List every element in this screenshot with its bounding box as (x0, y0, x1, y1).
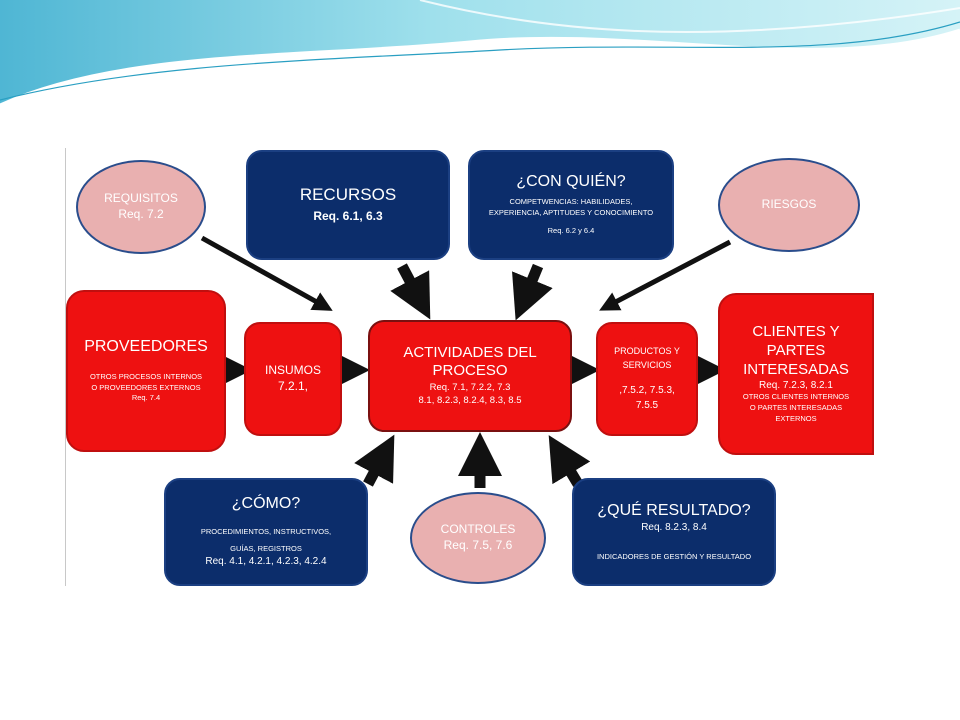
clientes-title-3: INTERESADAS (743, 360, 849, 378)
clientes-title-2: PARTES (766, 341, 826, 359)
proveedores-title: PROVEEDORES (84, 337, 208, 355)
clientes-req: Req. 7.2.3, 8.2.1 (759, 380, 833, 392)
arrow-riesgos (599, 239, 732, 311)
requisitos-node: REQUISITOS Req. 7.2 (76, 160, 206, 254)
requisitos-title: REQUISITOS (104, 191, 178, 206)
proveedores-req: Req. 7.4 (131, 393, 161, 403)
actividades-node: ACTIVIDADES DEL PROCESO Req. 7.1, 7.2.2,… (368, 320, 572, 432)
clientes-detail-1: OTROS CLIENTES INTERNOS (742, 392, 850, 402)
que-resultado-title: ¿QUÉ RESULTADO? (597, 502, 751, 520)
con-quien-title: ¿CON QUIÉN? (516, 172, 626, 190)
insumos-title: INSUMOS (264, 363, 321, 378)
clientes-detail-2: O PARTES INTERESADAS (749, 403, 843, 413)
header-wave-decoration (0, 0, 960, 107)
proveedores-node: PROVEEDORES OTROS PROCESOS INTERNOS O PR… (66, 290, 226, 452)
que-resultado-req: Req. 8.2.3, 8.4 (641, 521, 707, 533)
con-quien-node: ¿CON QUIÉN? COMPETWENCIAS: HABILIDADES, … (468, 150, 674, 260)
frame-left-line (65, 148, 66, 586)
arrow-con-quien (512, 263, 553, 321)
con-quien-detail-1: COMPETWENCIAS: HABILIDADES, (509, 196, 633, 206)
arrow-que-resultado (548, 435, 591, 487)
que-resultado-detail: INDICADORES DE GESTIÓN Y RESULTADO (596, 551, 752, 561)
con-quien-req: Req. 6.2 y 6.4 (547, 226, 595, 236)
controles-title: CONTROLES (440, 522, 516, 537)
productos-title-2: SERVICIOS (622, 359, 672, 370)
como-req: Req. 4.1, 4.2.1, 4.2.3, 4.2.4 (205, 555, 327, 567)
process-diagram: REQUISITOS Req. 7.2 RECURSOS Req. 6.1, 6… (66, 148, 874, 586)
insumos-req: 7.2.1, (277, 379, 309, 393)
clientes-title-1: CLIENTES Y (752, 323, 840, 341)
arrow-requisitos (200, 235, 333, 311)
como-detail-1: PROCEDIMIENTOS, INSTRUCTIVOS, (200, 527, 332, 537)
riesgos-title: RIESGOS (761, 197, 817, 212)
actividades-title-2: PROCESO (432, 362, 508, 380)
que-resultado-node: ¿QUÉ RESULTADO? Req. 8.2.3, 8.4 INDICADO… (572, 478, 776, 586)
diagram-arrows (200, 235, 732, 488)
recursos-node: RECURSOS Req. 6.1, 6.3 (246, 150, 450, 260)
riesgos-node: RIESGOS (718, 158, 860, 252)
recursos-req: Req. 6.1, 6.3 (313, 208, 383, 223)
proveedores-detail-1: OTROS PROCESOS INTERNOS (89, 371, 203, 381)
recursos-title: RECURSOS (299, 185, 397, 205)
productos-req-2: 7.5.5 (635, 399, 659, 411)
como-title: ¿CÓMO? (231, 495, 301, 513)
arrow-como (354, 434, 395, 487)
actividades-req-1: Req. 7.1, 7.2.2, 7.3 (429, 382, 511, 394)
productos-title-1: PRODUCTOS Y (614, 346, 680, 356)
proveedores-detail-2: O PROVEEDORES EXTERNOS (91, 382, 201, 392)
arrow-recursos (390, 263, 431, 320)
como-node: ¿CÓMO? PROCEDIMIENTOS, INSTRUCTIVOS, GUÍ… (164, 478, 368, 586)
corner-blank-panel (828, 616, 872, 662)
actividades-title-1: ACTIVIDADES DEL (403, 344, 537, 362)
controles-req: Req. 7.5, 7.6 (443, 538, 513, 552)
insumos-node: INSUMOS 7.2.1, (244, 322, 342, 436)
controles-node: CONTROLES Req. 7.5, 7.6 (410, 492, 546, 584)
actividades-req-2: 8.1, 8.2.3, 8.2.4, 8.3, 8.5 (418, 395, 522, 406)
requisitos-req: Req. 7.2 (118, 207, 164, 221)
productos-req-1: ,7.5.2, 7.5.3, (619, 385, 675, 396)
con-quien-detail-2: EXPERIENCIA, APTITUDES Y CONOCIMIENTO (488, 207, 654, 217)
productos-node: PRODUCTOS Y SERVICIOS ,7.5.2, 7.5.3, 7.5… (596, 322, 698, 436)
como-detail-2: GUÍAS, REGISTROS (230, 544, 302, 553)
clientes-node: CLIENTES Y PARTES INTERESADAS Req. 7.2.3… (718, 293, 874, 455)
clientes-detail-3: EXTERNOS (775, 414, 817, 424)
